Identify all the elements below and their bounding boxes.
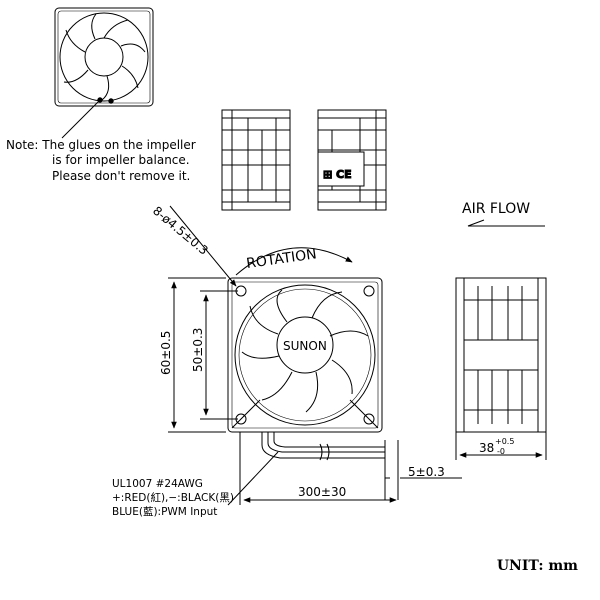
wire-spec-line-1: UL1007 #24AWG — [112, 478, 203, 490]
side-view — [455, 277, 547, 460]
unit-label: UNIT: mm — [496, 558, 578, 574]
brand-label: SUNON — [283, 339, 327, 353]
mount-hole — [363, 285, 375, 297]
glue-note: Note: The glues on the impeller is for i… — [6, 138, 196, 183]
mount-hole-dim: 8-ø4.5±0.3 — [150, 204, 211, 258]
height-dim: 60±0.5 — [159, 331, 173, 375]
top-section-view: ⊞ CE — [221, 109, 387, 211]
air-flow-label: AIR FLOW — [462, 201, 530, 217]
rotation-label: ROTATION — [245, 246, 317, 272]
wire-spec: UL1007 #24AWG +:RED(紅),−:BLACK(黑) BLUE(藍… — [112, 478, 234, 518]
depth-tol-lower: -0 — [497, 447, 505, 456]
front-view: ROTATION SUNON 8-ø4.5±0 — [150, 204, 462, 506]
lead-length-dim: 300±30 — [298, 485, 346, 499]
rear-view — [54, 7, 154, 139]
rotation-arrow-icon — [235, 247, 353, 276]
mount-hole — [363, 413, 375, 425]
air-flow-arrow-icon — [467, 219, 545, 227]
depth-tol-upper: +0.5 — [495, 437, 514, 446]
note-line-3: Please don't remove it. — [52, 169, 190, 183]
lead-strip-dim: 5±0.3 — [408, 465, 445, 479]
note-line-1: Note: The glues on the impeller — [6, 138, 196, 152]
note-line-2: is for impeller balance. — [52, 153, 190, 167]
wire-spec-line-3: BLUE(藍):PWM Input — [112, 505, 217, 518]
depth-dim: 38 +0.5 -0 — [479, 437, 514, 456]
cert-marks: ⊞ CE — [323, 168, 352, 181]
wire-spec-line-2: +:RED(紅),−:BLACK(黑) — [112, 492, 234, 504]
depth-dim-main: 38 — [479, 441, 494, 455]
hole-pitch-dim: 50±0.3 — [191, 328, 205, 372]
air-flow-indicator: AIR FLOW — [462, 201, 545, 227]
